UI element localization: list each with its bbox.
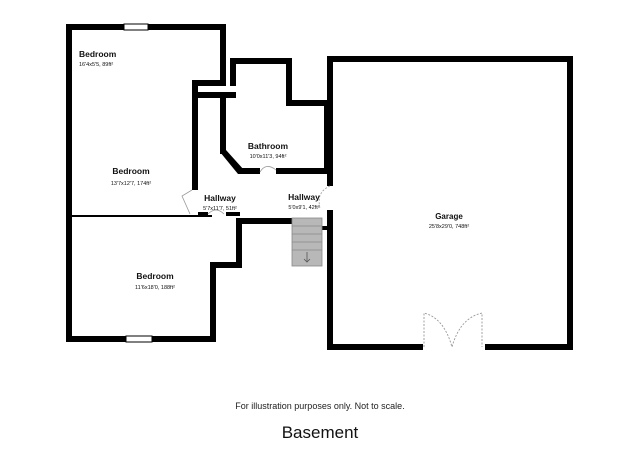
room-dims-bedroom-middle: 13'7x12'7, 174ft² [111,181,151,187]
wall [72,215,212,217]
wall [226,212,240,216]
wall [192,80,198,190]
door-swing [181,189,193,215]
wall [485,344,573,350]
door-swing [259,166,277,173]
wall [194,92,236,98]
door-swing [318,185,331,209]
room-dims-bedroom-upper: 16'4x5'5, 89ft² [79,62,113,68]
window [125,335,153,343]
room-dims-hallway-right: 5'0x9'1, 42ft² [288,205,319,211]
wall [327,210,333,350]
room-name-bedroom-upper: Bedroom [79,49,117,59]
door-swing [207,209,225,215]
wall [327,344,423,350]
room-name-hallway-left: Hallway [204,193,236,203]
wall [236,218,242,268]
wall [220,92,226,154]
room-dims-bathroom: 10'0x11'3, 94ft² [250,154,287,160]
wall [276,168,330,174]
room-name-hallway-right: Hallway [288,192,320,202]
wall [320,226,333,230]
wall [66,24,72,341]
room-name-garage: Garage [435,212,463,221]
room-name-bedroom-middle: Bedroom [112,166,150,176]
floor-label: Basement [281,423,359,442]
room-dims-hallway-left: 5'7x11'7, 51ft² [203,206,237,212]
staircase [291,217,323,267]
wall [236,218,292,224]
wall [230,58,236,86]
room-name-bedroom-lower: Bedroom [136,271,174,281]
wall [230,58,292,64]
garage-walls [320,56,573,350]
garage-door-swing [423,312,483,349]
wall [327,56,333,186]
wall [210,262,242,268]
wall [198,212,208,216]
window [123,23,149,31]
wall [210,262,216,342]
wall [238,168,260,174]
wall [286,100,330,106]
arrow-down-icon [303,252,311,263]
left-wing-walls [66,24,292,342]
wall [220,24,226,86]
wall [192,80,226,86]
room-name-bathroom: Bathroom [248,141,289,151]
room-dims-bedroom-lower: 11'6x18'0, 188ft² [135,285,175,291]
wall [286,58,292,106]
wall [567,56,573,350]
floor-plan: Bedroom 16'4x5'5, 89ft² Bedroom 13'7x12'… [66,23,573,350]
room-dims-garage: 25'8x29'0, 748ft² [429,224,469,230]
disclaimer-text: For illustration purposes only. Not to s… [235,401,405,411]
wall [327,56,573,62]
